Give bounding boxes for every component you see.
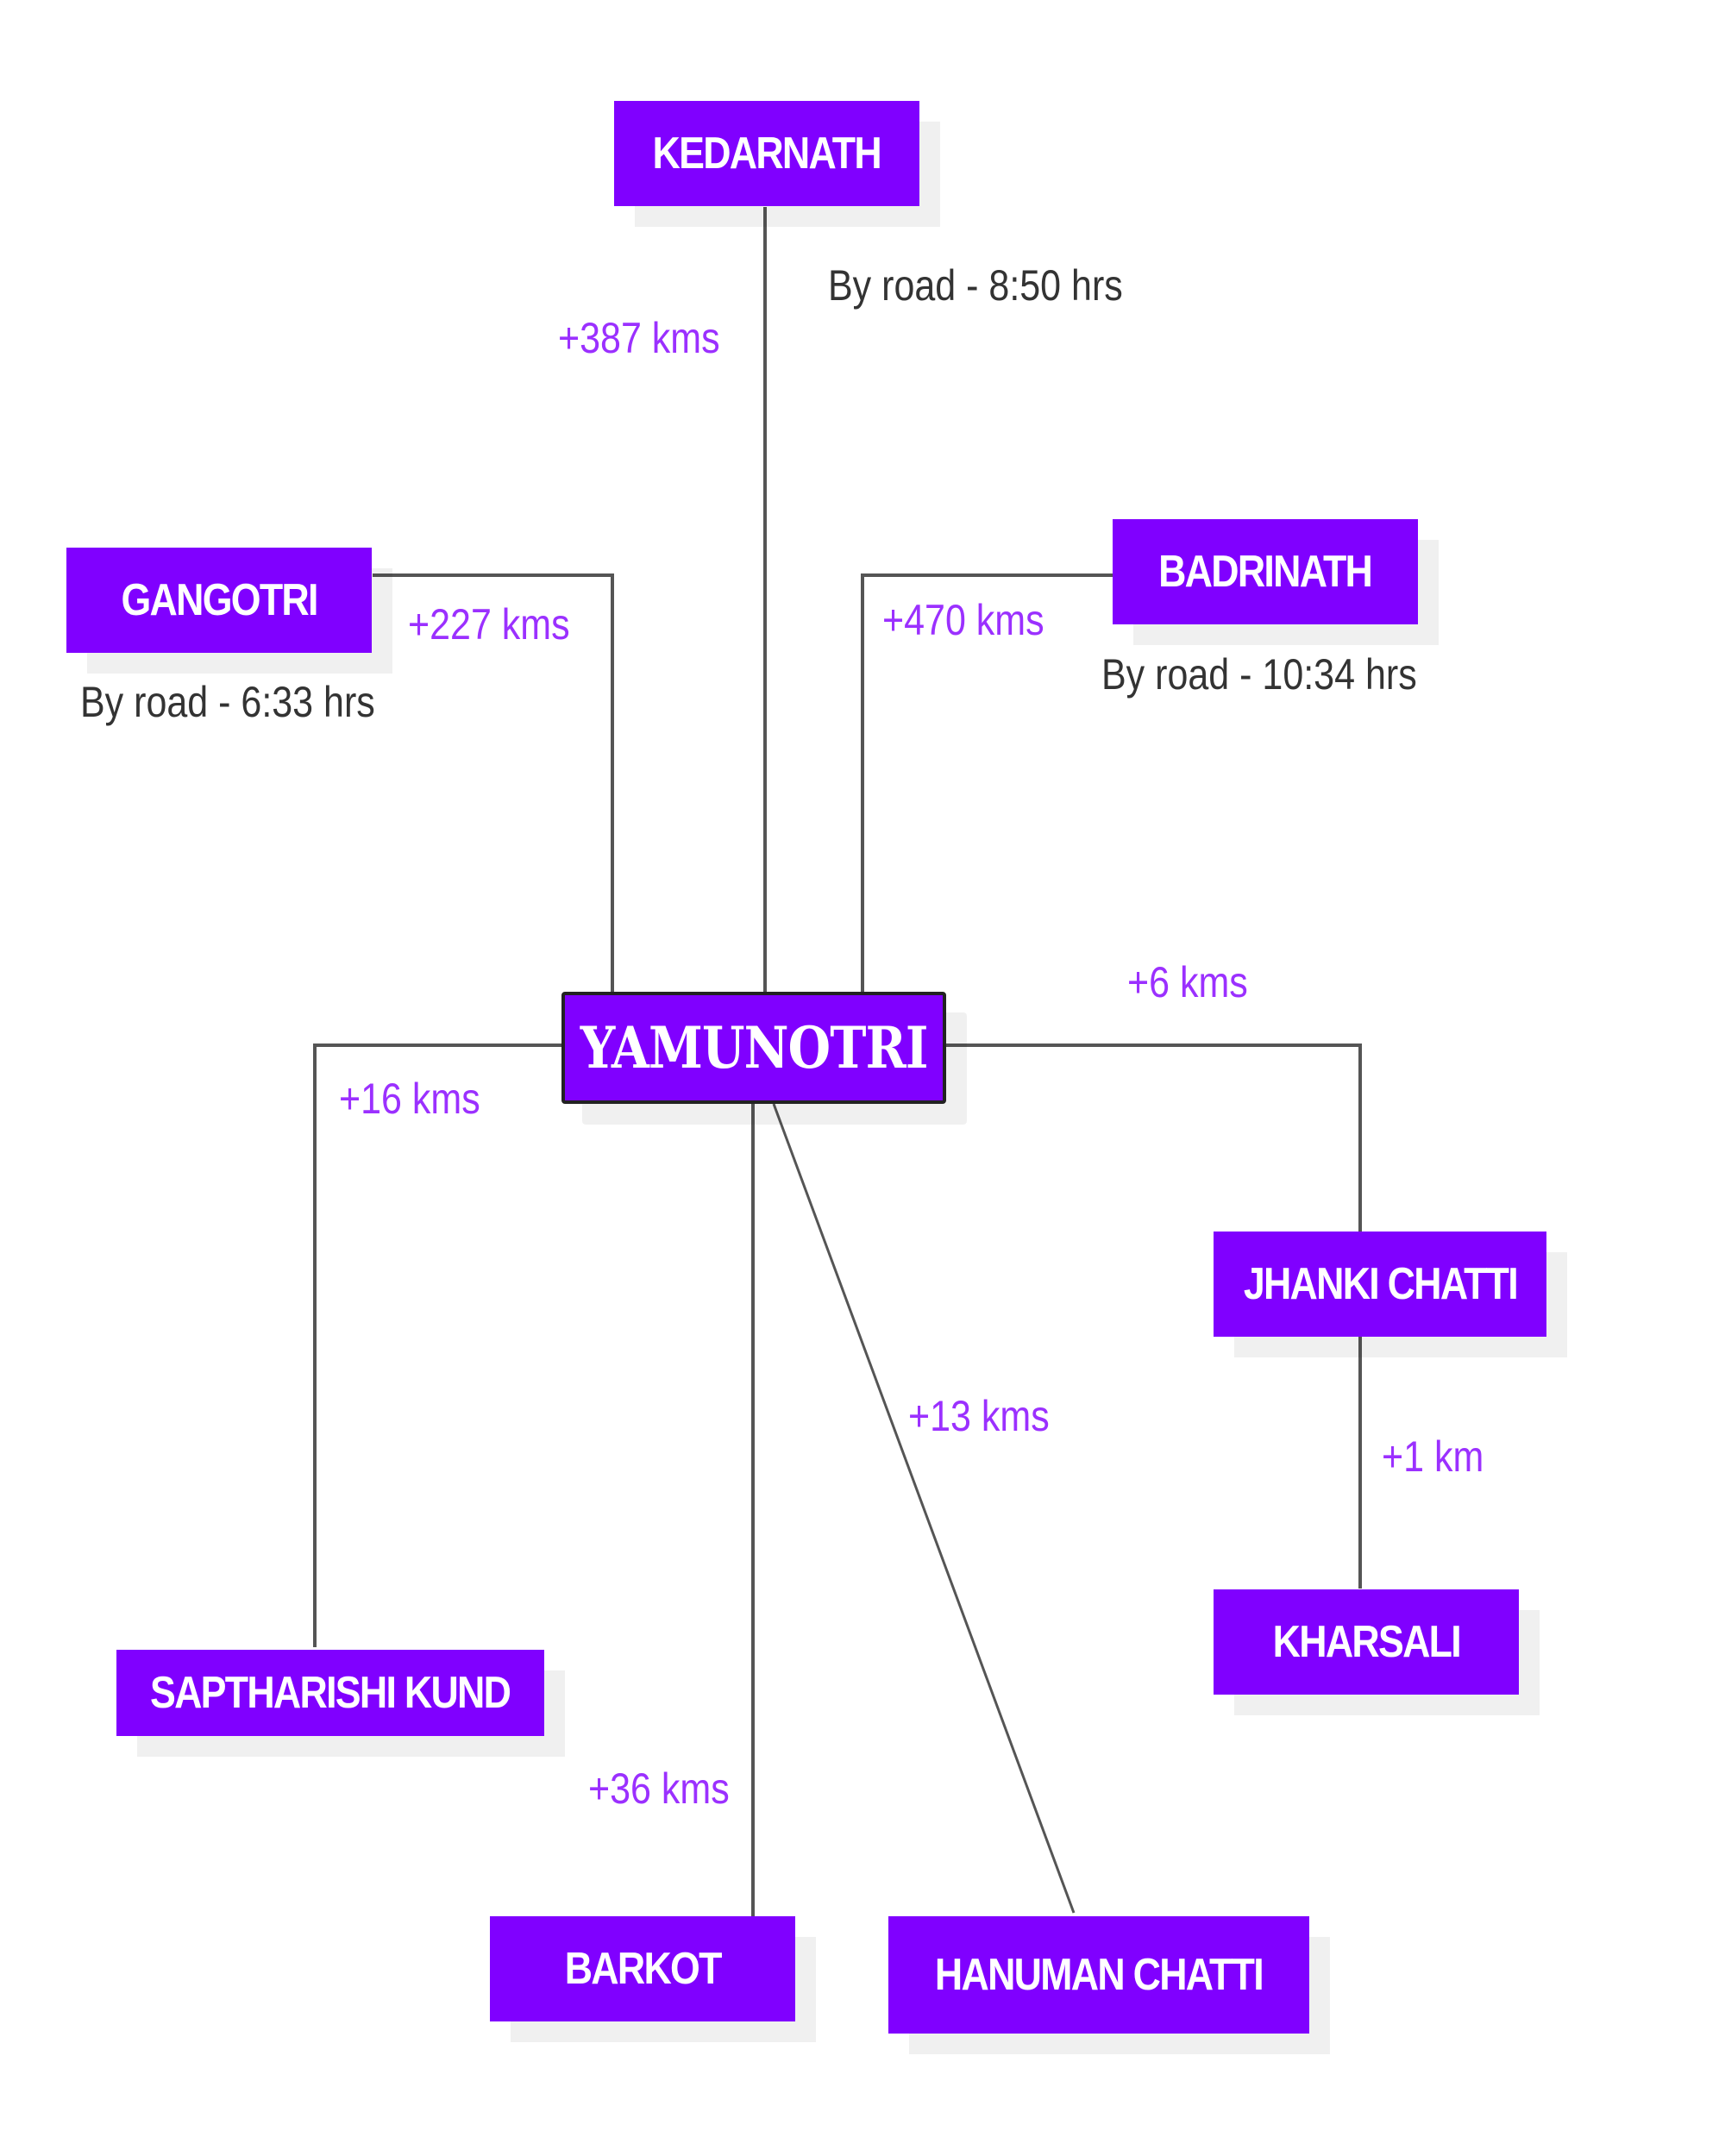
travel-time-gangotri: By road - 6:33 hrs	[80, 678, 375, 726]
node-label: KEDARNATH	[652, 128, 882, 179]
travel-time-kedarnath: By road - 8:50 hrs	[828, 261, 1123, 310]
node-kedarnath[interactable]: KEDARNATH	[614, 101, 919, 206]
distance-kedarnath: +387 kms	[558, 314, 720, 362]
distance-barkot: +36 kms	[588, 1764, 730, 1813]
node-label: HANUMAN CHATTI	[934, 1950, 1264, 2000]
connector-gangotri	[373, 573, 614, 992]
node-gangotri[interactable]: GANGOTRI	[66, 548, 372, 653]
distance-hanuman-chatti: +13 kms	[908, 1392, 1050, 1440]
node-barkot[interactable]: BARKOT	[490, 1916, 795, 2021]
node-label: SAPTHARISHI KUND	[150, 1668, 511, 1718]
node-label: GANGOTRI	[121, 575, 318, 625]
node-label: YAMUNOTRI	[580, 1014, 929, 1081]
node-kharsali[interactable]: KHARSALI	[1214, 1589, 1519, 1695]
connector-saptharishi-kund	[313, 1044, 562, 1647]
node-label: JHANKI CHATTI	[1243, 1259, 1518, 1309]
node-label: BARKOT	[564, 1944, 723, 1994]
node-label: BADRINATH	[1158, 547, 1373, 597]
travel-time-badrinath: By road - 10:34 hrs	[1101, 650, 1417, 699]
distance-jhanki-chatti: +6 kms	[1127, 958, 1248, 1006]
node-jhanki-chatti[interactable]: JHANKI CHATTI	[1214, 1232, 1546, 1337]
node-saptharishi-kund[interactable]: SAPTHARISHI KUND	[116, 1650, 544, 1736]
connector-badrinath	[861, 573, 1113, 992]
node-hanuman-chatti[interactable]: HANUMAN CHATTI	[888, 1916, 1309, 2034]
distance-badrinath: +470 kms	[882, 596, 1044, 644]
node-badrinath[interactable]: BADRINATH	[1113, 519, 1418, 624]
distance-gangotri: +227 kms	[408, 600, 570, 649]
distance-kharsali: +1 km	[1382, 1432, 1484, 1481]
connector-jhanki-chatti	[944, 1044, 1362, 1232]
node-label: KHARSALI	[1272, 1617, 1461, 1667]
node-yamunotri[interactable]: YAMUNOTRI	[561, 992, 946, 1104]
connector-hanuman-chatti	[772, 1103, 1076, 1914]
distance-saptharishi-kund: +16 kms	[339, 1075, 480, 1123]
